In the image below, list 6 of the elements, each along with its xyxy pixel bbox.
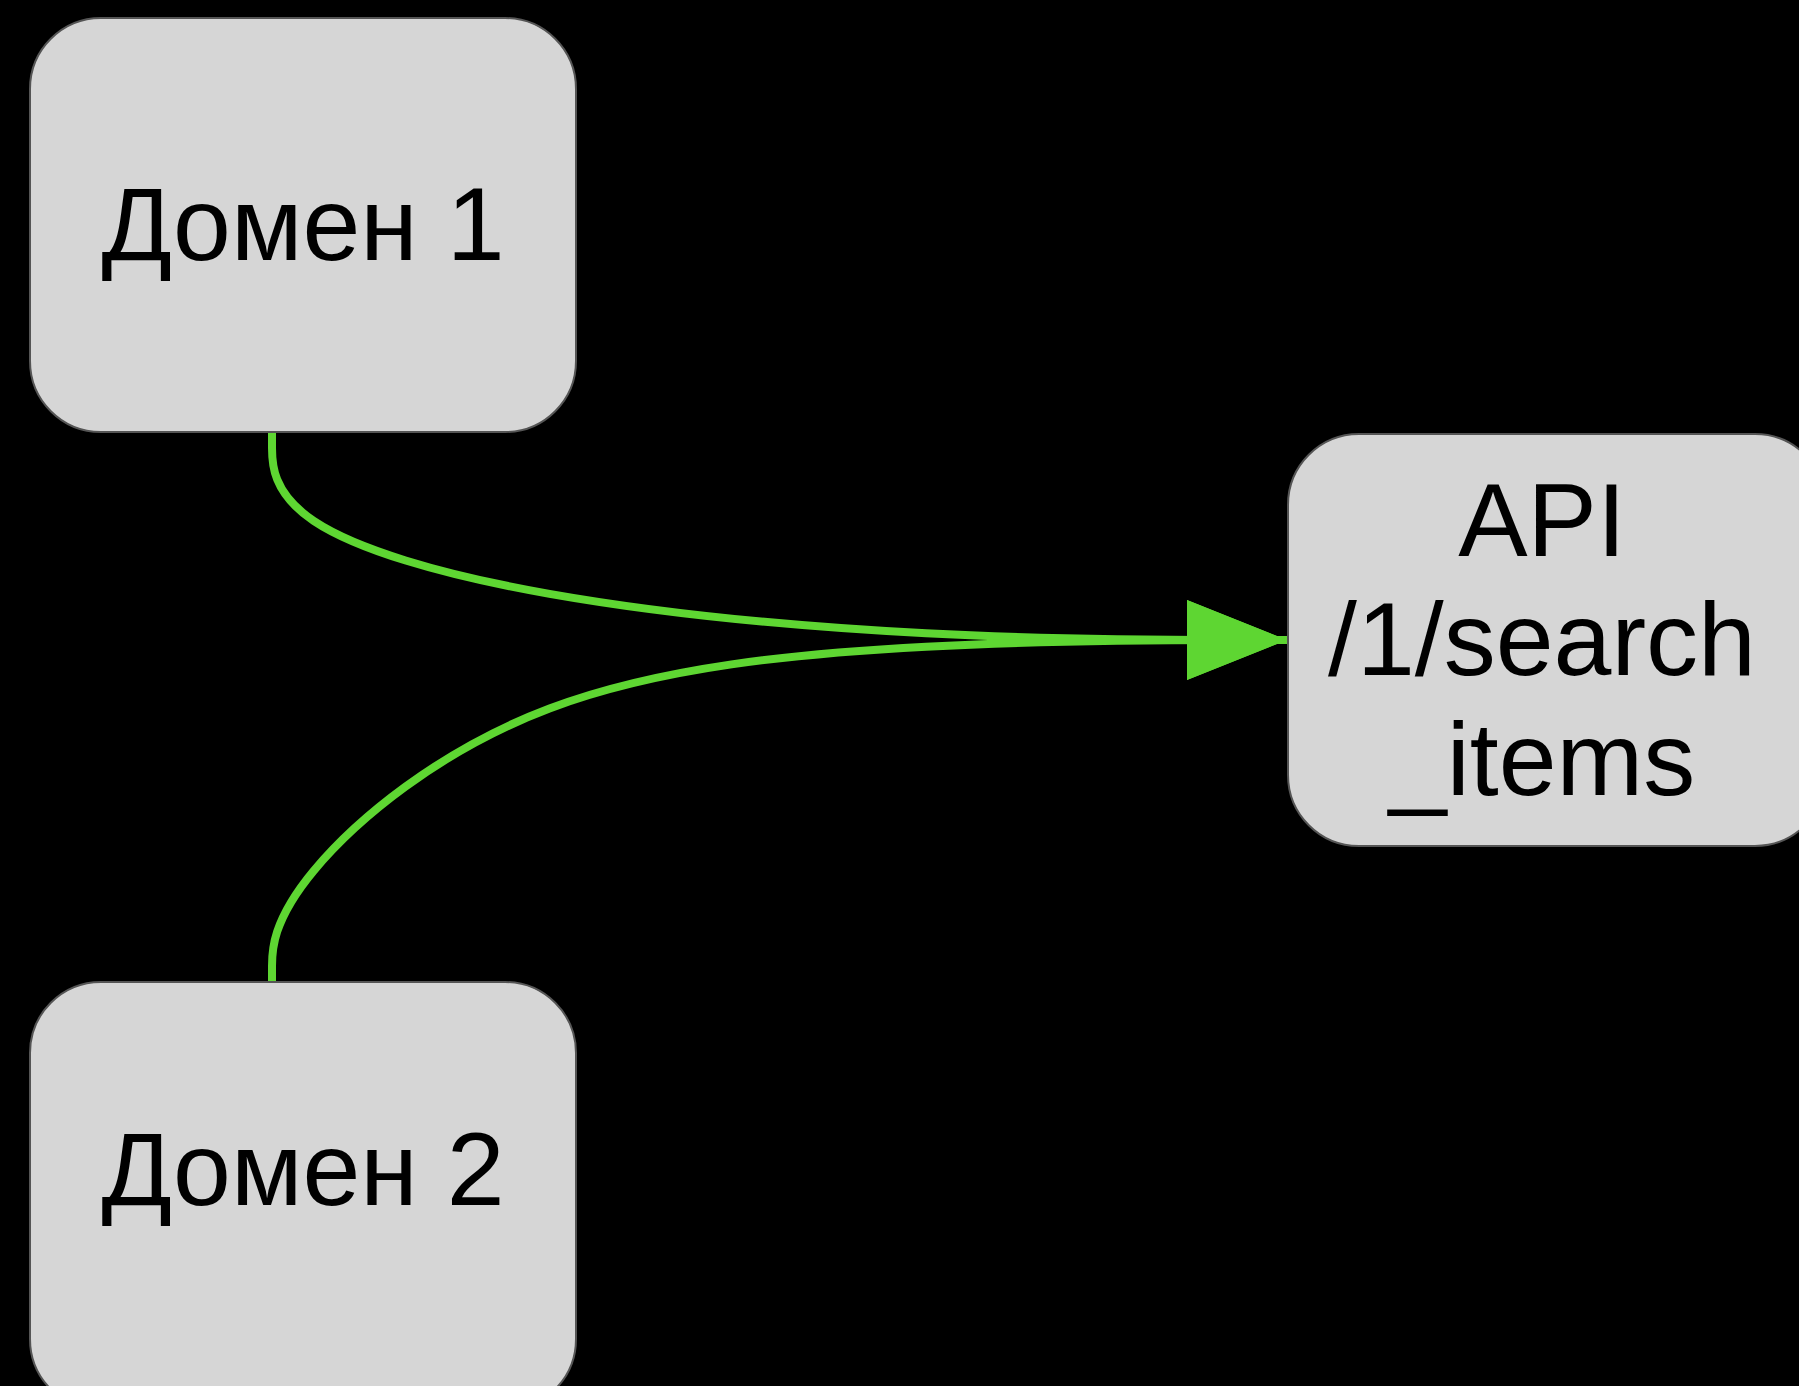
node-label: API /1/search _items	[1327, 460, 1757, 819]
rounded-box	[29, 17, 577, 433]
rounded-box	[1287, 433, 1799, 847]
node-label: Домен 1	[101, 165, 505, 285]
rounded-box	[29, 981, 577, 1386]
node-label: Домен 2	[101, 1110, 505, 1230]
